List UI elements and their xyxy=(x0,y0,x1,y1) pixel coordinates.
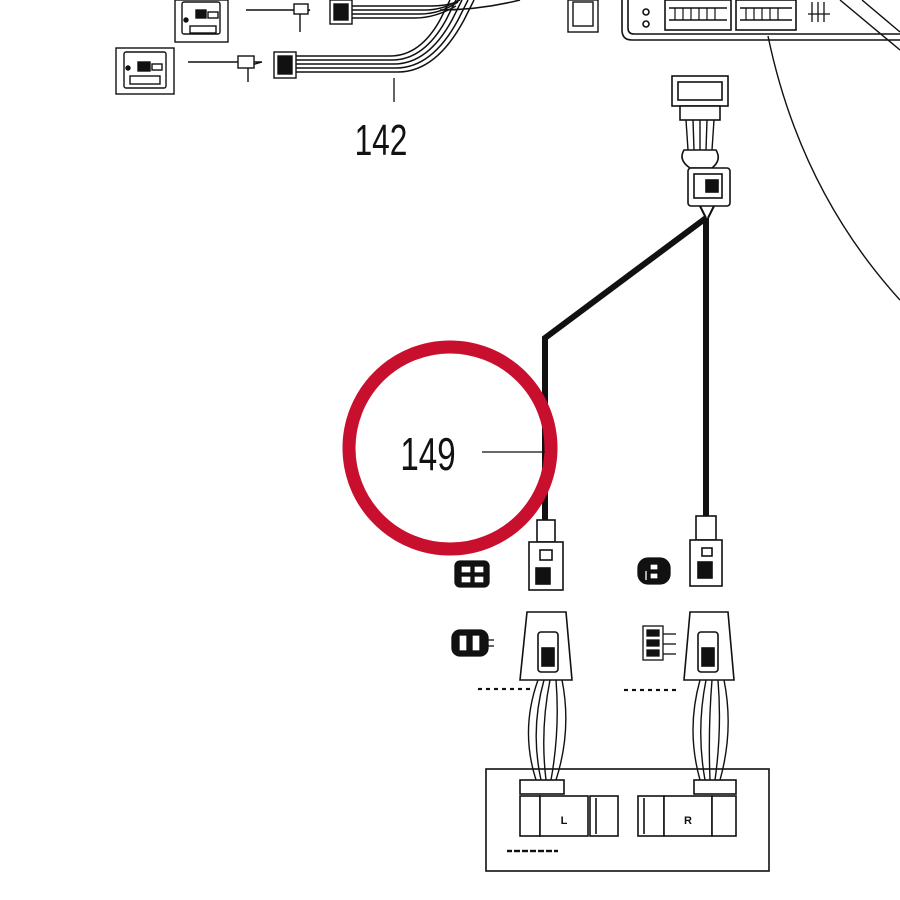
harness-branch-left xyxy=(542,215,708,520)
plug-connector-lower xyxy=(273,51,297,79)
module-port-left xyxy=(519,779,619,837)
curved-wire-right xyxy=(767,35,900,301)
control-unit xyxy=(621,0,900,301)
circuit-board-upper xyxy=(174,0,229,43)
right-end-connector xyxy=(689,515,723,587)
mating-connector-left xyxy=(519,611,573,681)
wire-bundle-right xyxy=(692,679,729,781)
module-box xyxy=(485,768,770,872)
plug-connector-upper xyxy=(329,0,353,25)
connector-stub-upper xyxy=(293,3,309,15)
connector-face-view-left-lower xyxy=(451,629,494,657)
highlight-ring xyxy=(342,340,558,556)
connector-face-view-right-lower xyxy=(642,625,676,661)
callout-142: 142 xyxy=(355,116,408,165)
module-port-right-label: R xyxy=(684,815,692,827)
wire-bundle-left xyxy=(527,679,567,781)
connector-stub-lower xyxy=(237,55,255,69)
harness-149 xyxy=(528,75,731,591)
wire-bundle-142 xyxy=(296,0,521,73)
mating-connector-right xyxy=(683,611,735,681)
lower-harness xyxy=(478,611,770,872)
terminal-block-right xyxy=(735,0,797,31)
terminal-block-left xyxy=(664,0,732,31)
terminal-pins xyxy=(808,2,830,22)
callout-149: 149 xyxy=(400,430,455,480)
connector-face-view-right-upper xyxy=(637,557,671,585)
harness-142-assembly xyxy=(115,0,599,102)
module-port-left-label: L xyxy=(561,815,568,827)
circuit-board-lower xyxy=(115,47,175,95)
harness-top-connector xyxy=(671,75,731,219)
left-end-connector xyxy=(528,519,564,591)
cable-stub-lower xyxy=(188,61,263,82)
connector-face-view-left-upper xyxy=(454,560,490,588)
module-port-right xyxy=(637,779,737,837)
